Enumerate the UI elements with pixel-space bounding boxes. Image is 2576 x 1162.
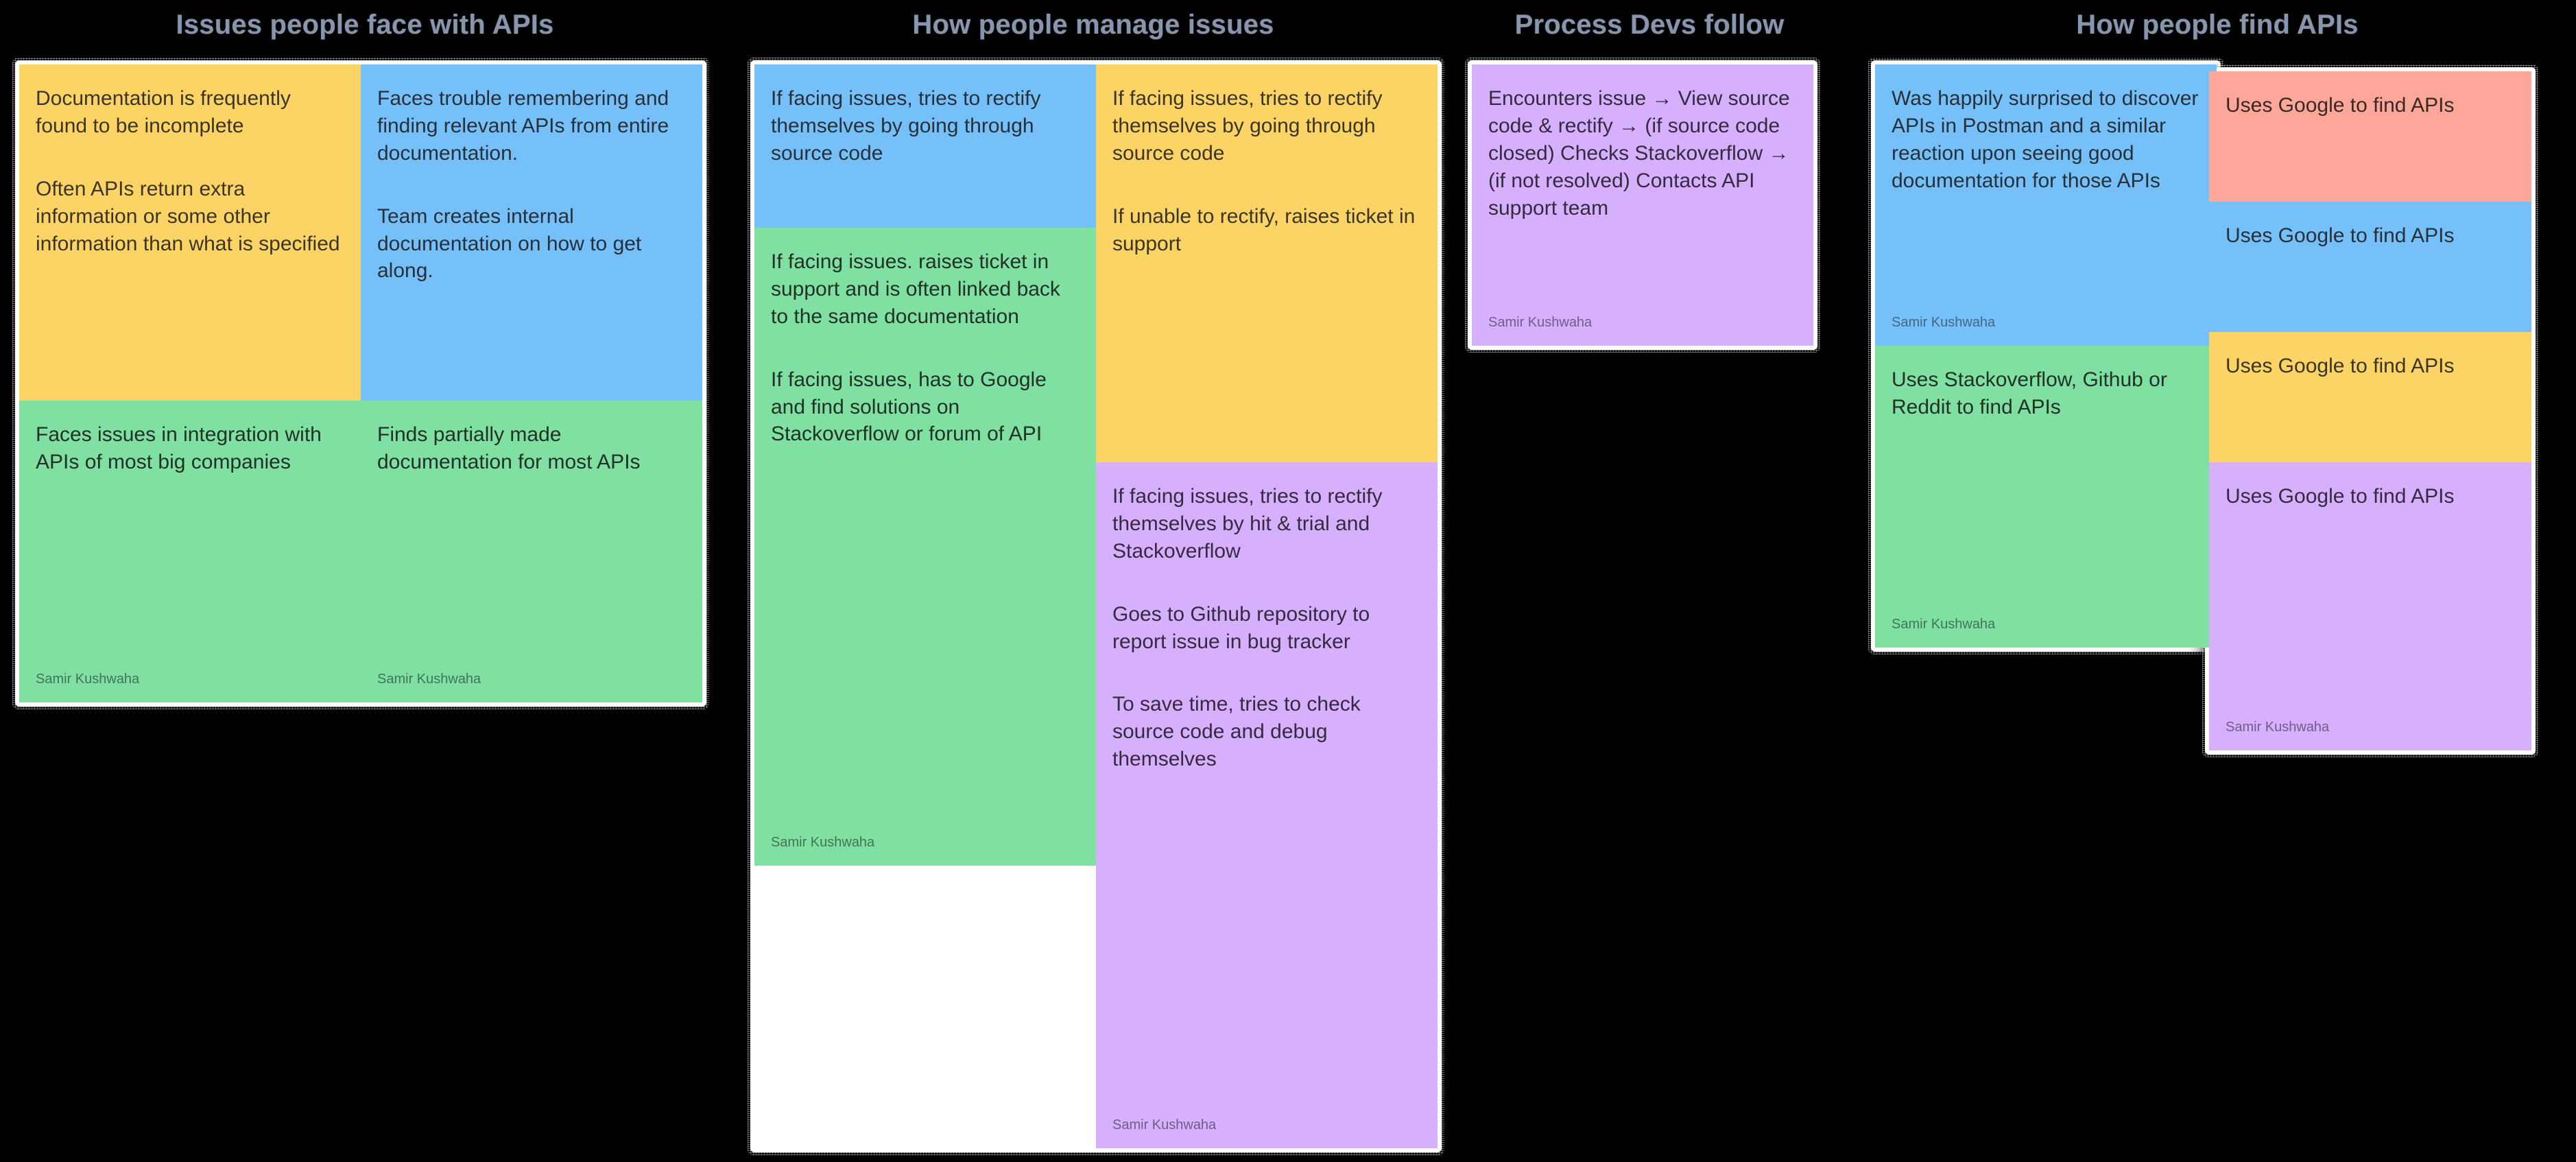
sticky-group-issues-people-face-with-apis[interactable]: Documentation is frequently found to be … <box>12 58 709 709</box>
note-spacer <box>377 476 686 671</box>
note-spacer <box>2226 510 2515 719</box>
sticky-column: If facing issues, tries to rectify thems… <box>754 64 1096 866</box>
note-spacer <box>2226 119 2515 202</box>
sticky-column: Faces trouble remembering and finding re… <box>361 64 702 702</box>
sticky-note[interactable]: Uses Google to find APIs <box>2209 202 2531 332</box>
group-title-how-people-find-apis: How people find APIs <box>2076 10 2359 40</box>
note-spacer <box>1892 421 2200 616</box>
group-title-how-people-manage-issues: How people manage issues <box>912 10 1274 40</box>
note-spacer <box>771 167 1080 228</box>
note-spacer <box>377 285 686 401</box>
sticky-note-text: Faces issues in integration with APIs of… <box>36 423 326 473</box>
sticky-note-text: Encounters issue → View source code & re… <box>1488 87 1796 220</box>
sticky-note-text: To save time, tries to check source code… <box>1112 693 1367 771</box>
sticky-note-text: Faces trouble remembering and finding re… <box>377 87 675 165</box>
sticky-note-author: Samir Kushwaha <box>36 672 140 687</box>
note-spacer <box>1112 773 1421 1117</box>
sticky-note-text: Documentation is frequently found to be … <box>36 87 297 137</box>
sticky-note-text: Finds partially made documentation for m… <box>377 423 641 473</box>
sticky-note[interactable]: Uses Stackoverflow, Github or Reddit to … <box>1875 346 2217 648</box>
sticky-note-text: Uses Google to find APIs <box>2226 94 2455 117</box>
sticky-note-text: If facing issues, tries to rectify thems… <box>771 87 1047 165</box>
sticky-note-text: If unable to rectify, raises ticket in s… <box>1112 204 1421 255</box>
sticky-note-author: Samir Kushwaha <box>1892 315 1996 330</box>
sticky-note-author: Samir Kushwaha <box>1112 1117 1217 1133</box>
note-spacer <box>36 476 344 671</box>
sticky-group-process-devs-follow[interactable]: Encounters issue → View source code & re… <box>1465 58 1820 353</box>
sticky-note-text: Uses Google to find APIs <box>2226 355 2455 377</box>
sticky-column: Was happily surprised to discover APIs i… <box>1875 64 2217 648</box>
note-spacer <box>2226 250 2515 332</box>
sticky-note[interactable]: Faces trouble remembering and finding re… <box>361 64 702 401</box>
sticky-note-text: Was happily surprised to discover APIs i… <box>1892 87 2204 192</box>
note-spacer <box>1112 257 1421 462</box>
sticky-note-text: If facing issues, tries to rectify thems… <box>1112 87 1388 165</box>
sticky-note[interactable]: Documentation is frequently found to be … <box>19 64 361 401</box>
sticky-note-text: If facing issues, has to Google and find… <box>771 368 1053 446</box>
sticky-note-author: Samir Kushwaha <box>2226 720 2330 735</box>
sticky-note[interactable]: If facing issues, tries to rectify thems… <box>754 64 1096 228</box>
sticky-column: Documentation is frequently found to be … <box>19 64 361 702</box>
sticky-note[interactable]: Was happily surprised to discover APIs i… <box>1875 64 2217 346</box>
sticky-note[interactable]: Uses Google to find APIs <box>2209 332 2531 462</box>
group-title-process-devs-follow: Process Devs follow <box>1514 10 1785 40</box>
sticky-note-text: Uses Google to find APIs <box>2226 224 2455 247</box>
sticky-group-uses-google-stack[interactable]: Uses Google to find APIs Uses Google to … <box>2202 64 2538 757</box>
note-spacer <box>771 448 1080 834</box>
sticky-note[interactable]: If facing issues, tries to rectify thems… <box>1096 64 1438 462</box>
sticky-note-text: Goes to Github repository to report issu… <box>1112 602 1376 653</box>
note-spacer <box>36 257 344 401</box>
sticky-note-text: If facing issues. raises ticket in suppo… <box>771 250 1066 328</box>
sticky-note[interactable]: Faces issues in integration with APIs of… <box>19 401 361 702</box>
sticky-note[interactable]: Uses Google to find APIs <box>2209 71 2531 202</box>
sticky-column: Encounters issue → View source code & re… <box>1472 64 1813 346</box>
sticky-note[interactable]: Encounters issue → View source code & re… <box>1472 64 1813 346</box>
sticky-note-text: Uses Google to find APIs <box>2226 485 2455 508</box>
sticky-note[interactable]: Finds partially made documentation for m… <box>361 401 702 702</box>
sticky-note[interactable]: Uses Google to find APIs Samir Kushwaha <box>2209 462 2531 750</box>
sticky-column: If facing issues, tries to rectify thems… <box>1096 64 1438 1148</box>
sticky-note-text: Uses Stackoverflow, Github or Reddit to … <box>1892 368 2173 418</box>
sticky-note-author: Samir Kushwaha <box>377 672 481 687</box>
sticky-note-author: Samir Kushwaha <box>1488 315 1593 330</box>
sticky-group-how-people-find-apis[interactable]: Was happily surprised to discover APIs i… <box>1868 58 2223 654</box>
sticky-note-author: Samir Kushwaha <box>1892 617 1996 632</box>
sticky-note[interactable]: If facing issues. raises ticket in suppo… <box>754 228 1096 866</box>
sticky-note-text: Often APIs return extra information or s… <box>36 177 340 255</box>
sticky-note-author: Samir Kushwaha <box>771 835 875 850</box>
sticky-note[interactable]: If facing issues, tries to rectify thems… <box>1096 462 1438 1148</box>
note-spacer <box>1892 195 2200 314</box>
note-spacer <box>1488 222 1797 314</box>
note-spacer <box>2226 380 2515 462</box>
group-title-issues-people-face-with-apis: Issues people face with APIs <box>176 10 554 40</box>
sticky-note-text: Team creates internal documentation on h… <box>377 204 647 283</box>
sticky-note-text: If facing issues, tries to rectify thems… <box>1112 485 1388 562</box>
sticky-column: Uses Google to find APIs Uses Google to … <box>2209 71 2531 750</box>
sticky-group-how-people-manage-issues[interactable]: If facing issues, tries to rectify thems… <box>748 58 1444 1155</box>
